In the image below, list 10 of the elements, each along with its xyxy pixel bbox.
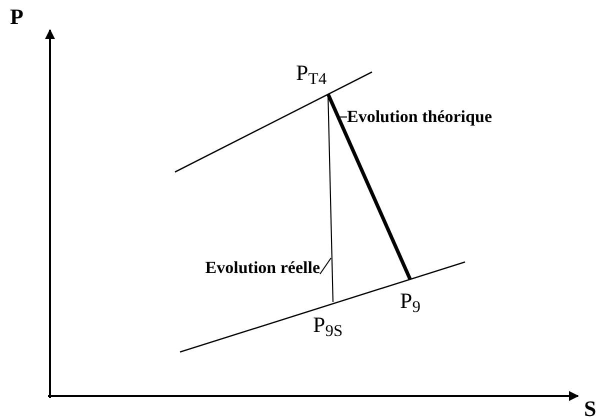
process-line — [326, 93, 412, 280]
leader-line — [320, 258, 332, 274]
axis-label: P — [10, 6, 24, 28]
point-label: P$_{T4}$ — [296, 52, 350, 92]
axis-label: S — [584, 398, 596, 419]
annotation-text: Evolution théorique — [347, 105, 512, 129]
annotation-text: Evolution réelle — [120, 256, 320, 280]
point-label: P$_{9S}$ — [313, 304, 363, 344]
leader-line — [338, 116, 347, 118]
point-label: P$_{9}$ — [400, 281, 436, 319]
